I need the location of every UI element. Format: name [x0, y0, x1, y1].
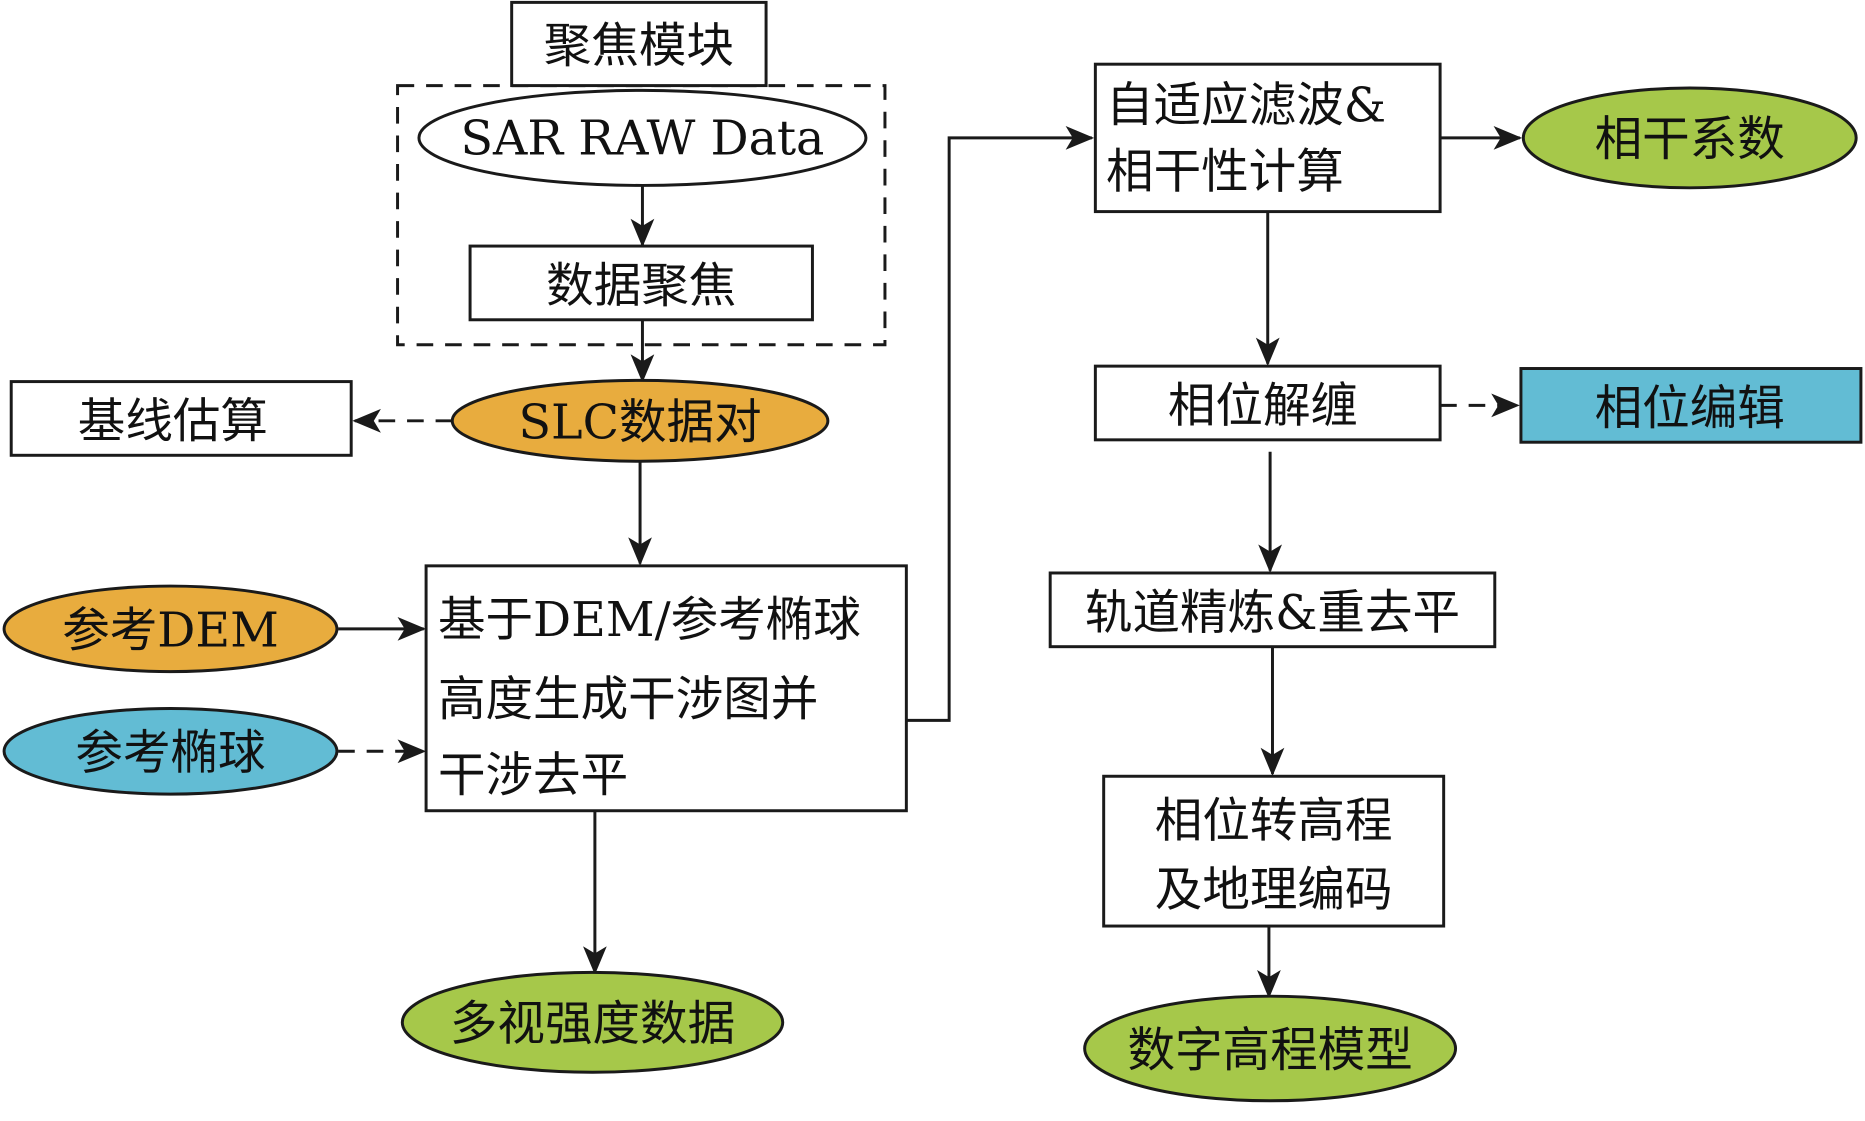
- phase-edit-box: [1519, 367, 1863, 444]
- data-focus-label: 数据聚焦: [546, 259, 736, 314]
- orbit-label: 轨道精炼&重去平: [1085, 586, 1460, 641]
- filter-label-2: 相干性计算: [1106, 145, 1344, 200]
- geocode-box: [1102, 774, 1446, 928]
- sar-raw-label: SAR RAW Data: [460, 112, 824, 167]
- multilook-label: 多视强度数据: [450, 997, 735, 1052]
- ref-ellipsoid-label: 参考椭球: [75, 726, 265, 781]
- slc-pair-label: SLC数据对: [518, 396, 761, 451]
- filter-box: [1093, 62, 1442, 214]
- multilook-node: [400, 970, 785, 1074]
- interferogram-box: [424, 564, 908, 813]
- baseline-label: 基线估算: [78, 394, 268, 449]
- phase-edit-label: 相位编辑: [1595, 381, 1785, 436]
- focus-module-title-box: [510, 0, 768, 88]
- interferogram-label-3: 干涉去平: [438, 749, 628, 804]
- interferogram-label-1: 基于DEM/参考椭球: [438, 593, 861, 648]
- ref-ellipsoid-node: [2, 707, 339, 796]
- baseline-box: [9, 380, 353, 457]
- ref-dem-node: [2, 584, 339, 674]
- dem-output-node: [1083, 994, 1458, 1103]
- ref-dem-label: 参考DEM: [62, 604, 279, 659]
- coherence-node: [1521, 86, 1858, 190]
- unwrap-box: [1093, 364, 1442, 442]
- edge-interferogram-filter: [906, 126, 1095, 722]
- unwrap-label: 相位解缠: [1168, 379, 1358, 434]
- filter-label-1: 自适应滤波&: [1106, 78, 1386, 133]
- focus-module-title: 聚焦模块: [544, 19, 734, 74]
- coherence-label: 相干系数: [1595, 113, 1785, 168]
- dem-output-label: 数字高程模型: [1127, 1023, 1412, 1078]
- geocode-label-2: 及地理编码: [1155, 863, 1393, 918]
- interferogram-label-2: 高度生成干涉图并: [438, 673, 818, 728]
- geocode-label-1: 相位转高程: [1155, 794, 1393, 849]
